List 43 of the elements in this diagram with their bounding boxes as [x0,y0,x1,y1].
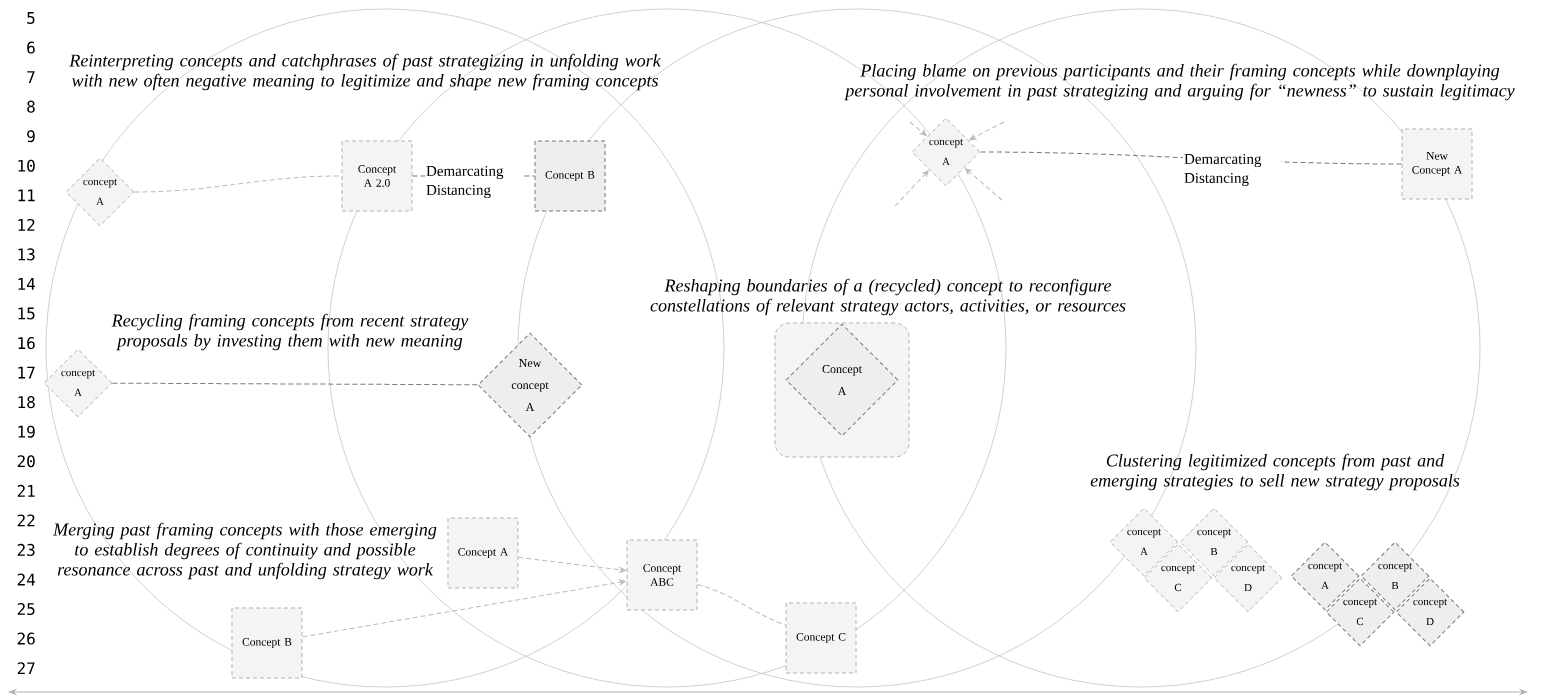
heading-text: Placing blame on previous participants and their framing concepts while downplaying personal involvement in past strategizing and arguing for “newness” to sustain legitimacy [844,63,1515,101]
line-number: 11 [18,189,35,202]
concept-box: Concept C [785,602,857,674]
concept-box: New Concept A [1401,128,1473,200]
arrow [909,121,927,137]
line-number: 7 [27,71,35,83]
arrow [517,556,626,573]
heading-text: Recycling framing concepts from recent strategy proposals by investing them with new meaning [111,313,469,351]
line-number: 25 [17,602,35,616]
concept-box: Concept A 2.0 [341,140,413,212]
edge-label: Demarcating Distancing [425,164,523,200]
arrow [301,579,626,638]
line-number: 8 [27,100,35,113]
line-number: 10 [18,159,35,172]
line-number: 19 [18,425,35,438]
line-number: 6 [27,41,35,54]
line-number: 5 [27,12,35,24]
line-number: 24 [17,573,36,586]
heading-text: Clustering legitimized concepts from past and emerging strategies to sell new strategy proposals [1090,453,1460,491]
concept-box: Concept B [534,140,606,212]
line-number: 15 [18,307,35,320]
connector-line [111,382,479,386]
edge-label: Demarcating Distancing [1183,152,1281,188]
line-number: 21 [17,484,35,497]
line-number: 22 [17,514,35,527]
line-number: 9 [27,130,35,143]
line-number: 13 [18,248,35,261]
concept-box: Concept A [447,517,519,589]
line-number: 14 [18,278,36,290]
arrow [969,121,1005,141]
heading-text: Merging past framing concepts with those emerging to establish degrees of continuity and possible resonance across past and unfolding strategy work [53,522,437,580]
concept-box: Concept B [231,607,303,679]
concept-box: Concept ABC [626,539,698,611]
line-number: 20 [17,455,35,468]
arrow [965,168,1003,201]
line-number: 16 [18,337,35,350]
line-number: 27 [17,662,35,675]
line-number: 26 [17,632,35,645]
line-number: 12 [18,218,35,231]
arrow [894,170,929,207]
connector-line [696,584,787,626]
heading-text: Reinterpreting concepts and catchphrases of past strategizing in unfolding work with new often negative meaning to legitimize and shape new framing concepts [69,53,661,91]
line-number: 23 [17,543,35,556]
